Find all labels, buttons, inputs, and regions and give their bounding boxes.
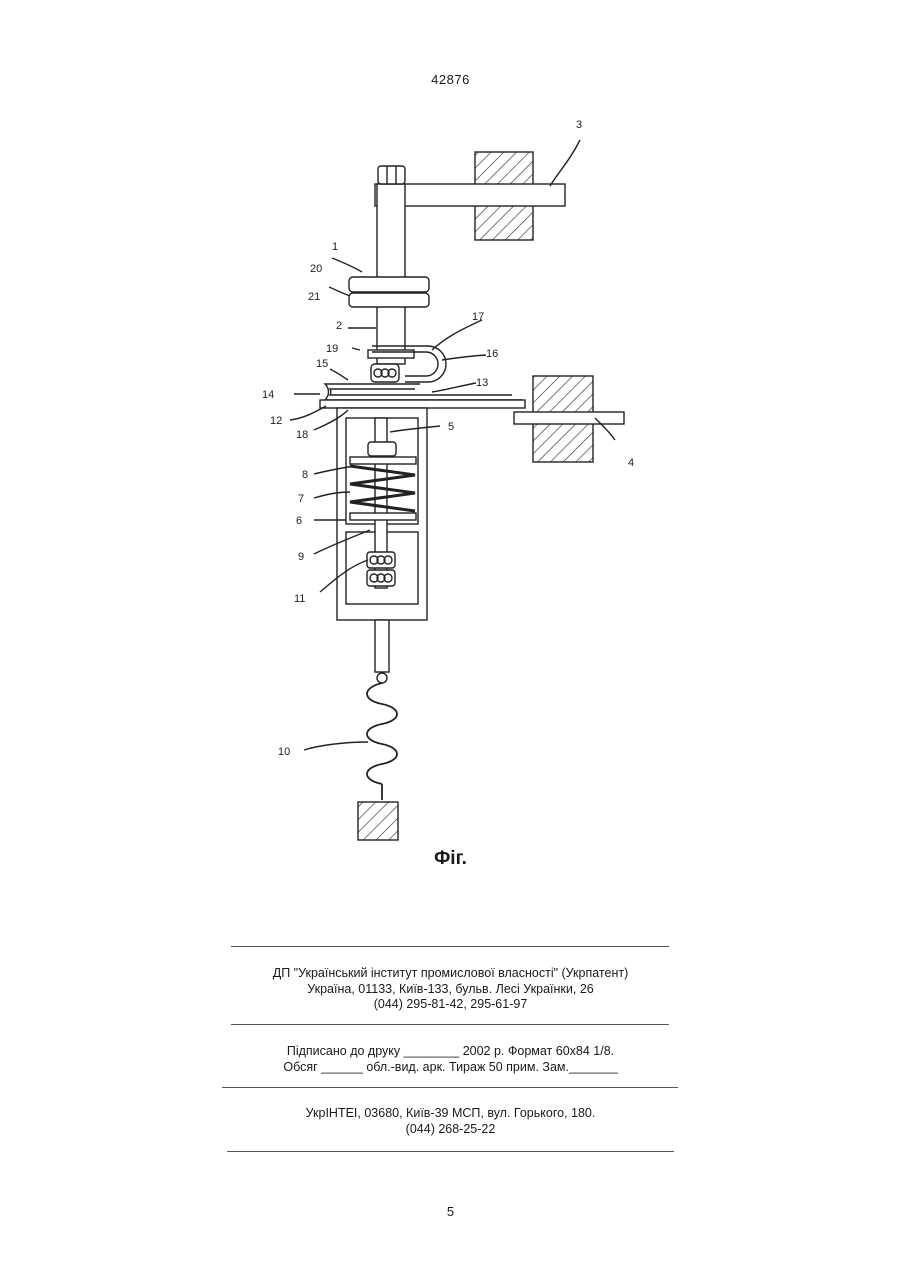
- washer-21: [349, 293, 429, 307]
- divider-1: [231, 946, 669, 947]
- weight-block: [358, 802, 398, 840]
- label-19: 19: [326, 343, 338, 355]
- label-21: 21: [308, 291, 320, 303]
- publisher-name: ДП "Український інститут промислової вла…: [0, 966, 901, 982]
- label-14: 14: [262, 389, 274, 401]
- label-16: 16: [486, 348, 498, 360]
- label-9: 9: [298, 551, 304, 563]
- label-15: 15: [316, 358, 328, 370]
- print-info-line-2: Обсяг ______ обл.-вид. арк. Тираж 50 при…: [0, 1060, 901, 1076]
- top-nut: [378, 166, 405, 184]
- print-info-block: Підписано до друку ________ 2002 р. Форм…: [0, 1044, 901, 1075]
- divider-3: [222, 1087, 678, 1088]
- rod-1: [377, 184, 405, 364]
- institute-block: УкрІНТЕІ, 03680, Київ-39 МСП, вул. Горьк…: [0, 1106, 901, 1137]
- technical-drawing: 3 4 1 20 21 2 19 17 16 15 14 13 12 18 5 …: [250, 100, 650, 845]
- label-3: 3: [576, 119, 582, 131]
- patent-number: 42876: [0, 72, 901, 87]
- label-12: 12: [270, 415, 282, 427]
- label-2: 2: [336, 320, 342, 332]
- label-17: 17: [472, 311, 484, 323]
- label-7: 7: [298, 493, 304, 505]
- print-info-line-1: Підписано до друку ________ 2002 р. Форм…: [0, 1044, 901, 1060]
- publisher-block: ДП "Український інститут промислової вла…: [0, 966, 901, 1013]
- label-20: 20: [310, 263, 322, 275]
- divider-2: [231, 1024, 669, 1025]
- label-10: 10: [278, 746, 290, 758]
- lower-bar: [320, 400, 525, 408]
- label-8: 8: [302, 469, 308, 481]
- publisher-address: Україна, 01133, Київ-133, бульв. Лесі Ук…: [0, 982, 901, 998]
- label-4: 4: [628, 457, 634, 469]
- label-13: 13: [476, 377, 488, 389]
- tension-spring-10: [367, 683, 397, 800]
- label-5: 5: [448, 421, 454, 433]
- bracket-bar-4: [514, 412, 624, 424]
- institute-phone: (044) 268-25-22: [0, 1122, 901, 1138]
- page-number: 5: [0, 1204, 901, 1219]
- divider-4: [227, 1151, 674, 1152]
- washer-20: [349, 277, 429, 292]
- label-1: 1: [332, 241, 338, 253]
- figure-caption: Фіг.: [0, 848, 901, 870]
- publisher-phone: (044) 295-81-42, 295-61-97: [0, 997, 901, 1013]
- label-6: 6: [296, 515, 302, 527]
- label-18: 18: [296, 429, 308, 441]
- label-11: 11: [294, 593, 305, 605]
- institute-address: УкрІНТЕІ, 03680, Київ-39 МСП, вул. Горьк…: [0, 1106, 901, 1122]
- middle-nut: [371, 364, 399, 382]
